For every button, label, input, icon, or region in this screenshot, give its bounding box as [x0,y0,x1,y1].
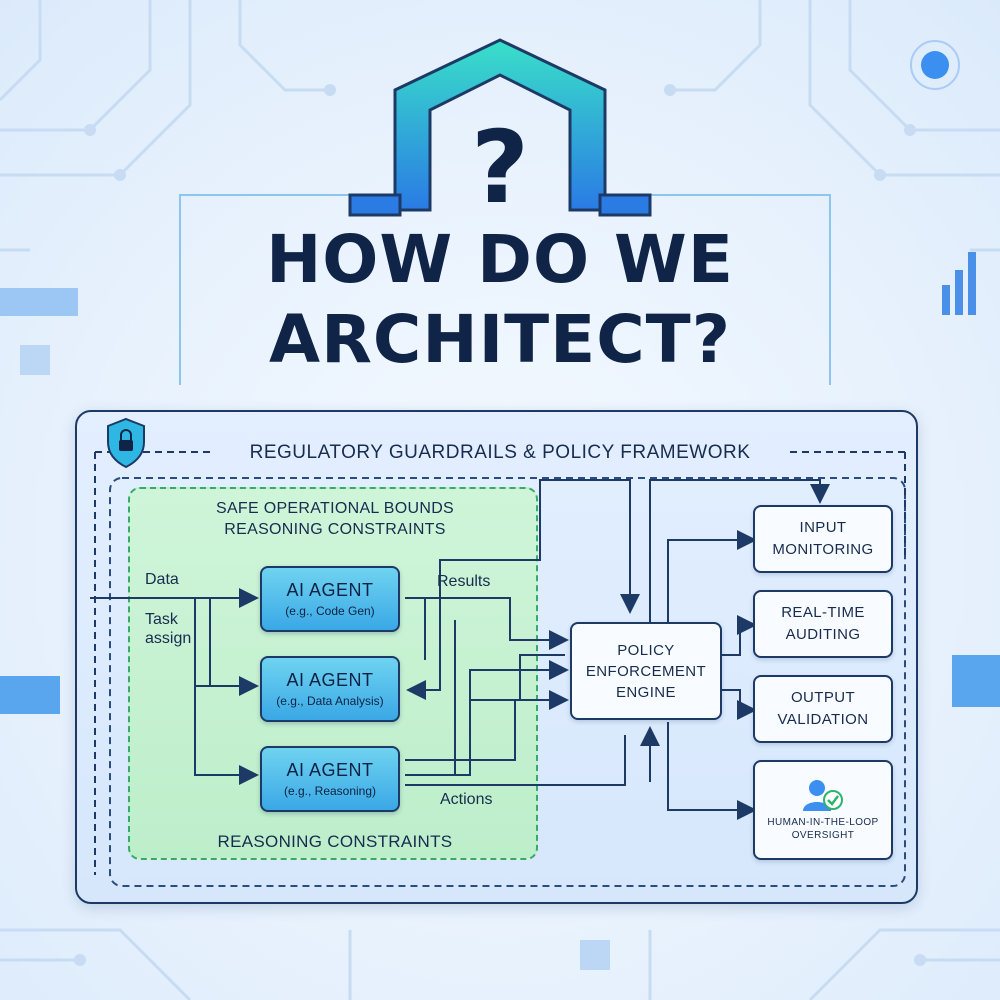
data-input-label: Data [145,571,179,588]
reasoning-constraints-label: REASONING CONSTRAINTS [217,832,453,851]
page-title: HOW DO WE ARCHITECT? [0,220,1000,380]
human-label: HUMAN-IN-THE-LOOP OVERSIGHT [767,816,878,842]
control-line-1: OUTPUT [790,689,856,706]
user-check-icon [803,780,843,811]
safe-bounds-title: SAFE OPERATIONAL BOUNDS REASONING CONSTR… [160,498,510,540]
control-line-2: VALIDATION [777,711,869,728]
input-monitoring-box[interactable]: INPUT MONITORING [753,505,893,573]
results-label: Results [437,573,491,590]
control-line-1: INPUT [799,519,847,536]
output-validation-box[interactable]: OUTPUT VALIDATION [753,675,893,743]
decor-block [0,288,78,316]
human-in-the-loop-box[interactable]: HUMAN-IN-THE-LOOP OVERSIGHT [753,760,893,860]
engine-line-1: POLICY [617,641,675,659]
title-line-2: ARCHITECT? [269,301,731,378]
agent-title: AI AGENT [286,760,374,780]
agent-subtitle: (e.g., Data Analysis) [276,694,384,708]
title-line-1: HOW DO WE [266,221,734,298]
control-line-2: MONITORING [772,541,874,558]
framework-title: REGULATORY GUARDRAILS & POLICY FRAMEWORK [249,442,751,463]
engine-line-2: ENFORCEMENT [585,662,707,680]
task-label-line-1: Task [145,611,178,628]
control-line-1: REAL-TIME [781,604,865,621]
task-assign-label: Task assign [145,610,191,648]
real-time-auditing-box[interactable]: REAL-TIME AUDITING [753,590,893,658]
accent-dot [921,51,949,79]
agent-subtitle: (e.g., Code Gen) [285,604,375,618]
agent-subtitle: (e.g., Reasoning) [283,784,377,798]
safe-bounds-title-line-2: REASONING CONSTRAINTS [224,521,446,538]
safe-bounds-title-line-1: SAFE OPERATIONAL BOUNDS [215,500,455,517]
human-line-1: HUMAN-IN-THE-LOOP [767,817,879,828]
human-line-2: OVERSIGHT [791,830,855,841]
task-label-line-2: assign [145,630,192,647]
actions-label: Actions [440,791,493,808]
ai-agent-data-analysis[interactable]: AI AGENT (e.g., Data Analysis) [260,656,400,722]
engine-line-3: ENGINE [616,683,676,701]
control-line-2: AUDITING [785,626,861,643]
agent-title: AI AGENT [286,580,374,600]
policy-enforcement-engine[interactable]: POLICY ENFORCEMENT ENGINE [570,622,722,720]
ai-agent-code-gen[interactable]: AI AGENT (e.g., Code Gen) [260,566,400,632]
question-mark-icon: ? [471,109,529,226]
ai-agent-reasoning[interactable]: AI AGENT (e.g., Reasoning) [260,746,400,812]
agent-title: AI AGENT [286,670,374,690]
